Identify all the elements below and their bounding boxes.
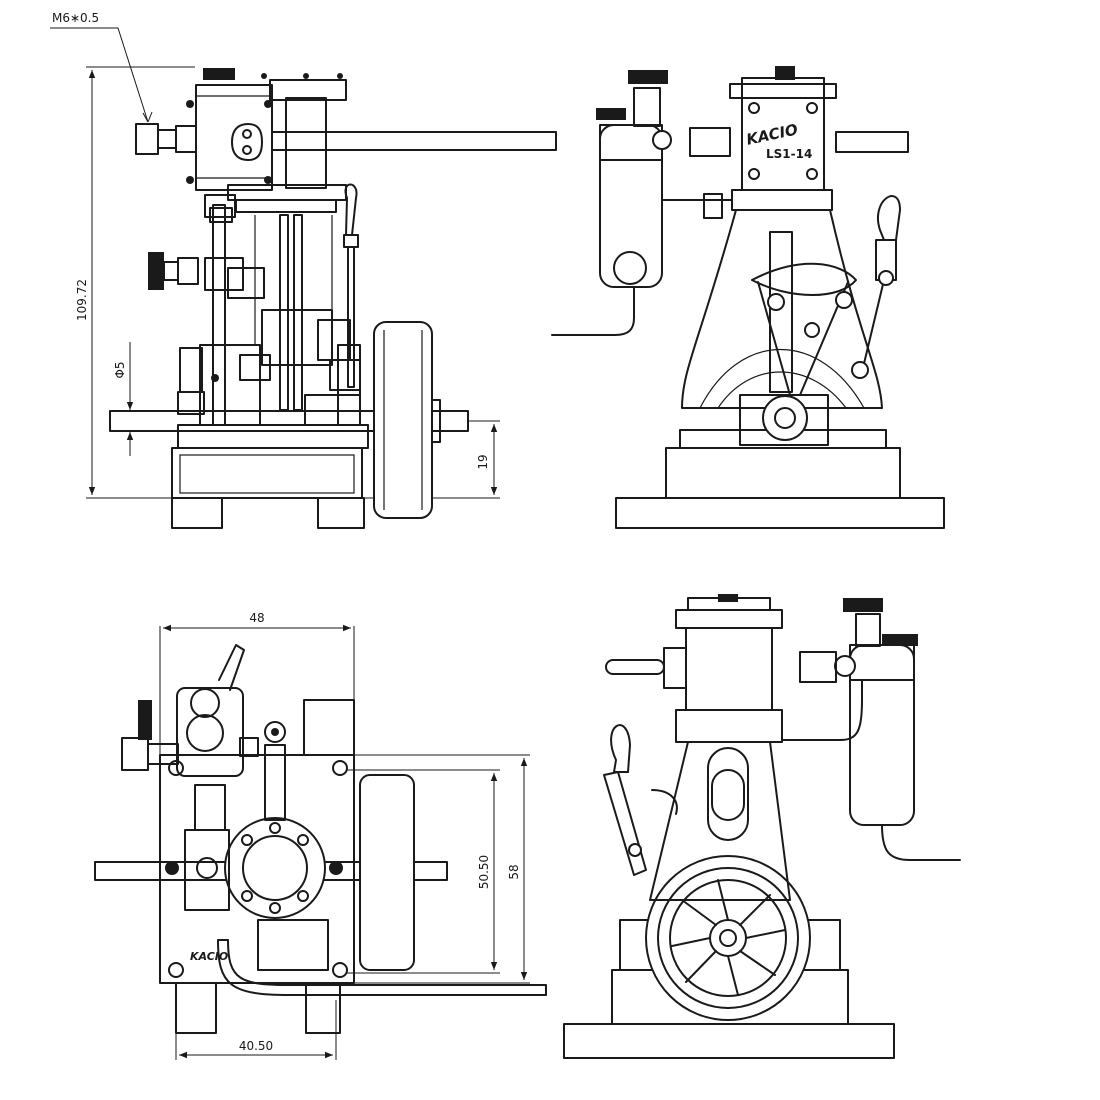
model-label: LS1-14 bbox=[766, 147, 812, 161]
height-dimension: 109.72 bbox=[75, 66, 195, 499]
shaft-diameter-dimension: Φ5 bbox=[113, 342, 134, 456]
top-width-label: 48 bbox=[249, 611, 264, 625]
side-view: M6∗0.5 109.72 Φ5 19 bbox=[50, 11, 557, 529]
mounting-plate bbox=[615, 497, 945, 529]
right-foot bbox=[317, 497, 365, 529]
brand-logo: KACIO bbox=[745, 120, 800, 148]
shaft-height-label: 19 bbox=[476, 454, 490, 469]
thread-callout-label: M6∗0.5 bbox=[52, 11, 99, 25]
rear-view bbox=[563, 594, 961, 1059]
height-dimension-label: 109.72 bbox=[75, 279, 89, 321]
thread-callout: M6∗0.5 bbox=[50, 11, 153, 123]
rear-lubricator bbox=[849, 644, 915, 826]
flywheel bbox=[373, 321, 433, 519]
top-view-logo: KACIO bbox=[190, 950, 228, 963]
bottom-width-label: 40.50 bbox=[239, 1039, 273, 1053]
front-view: KACIO LS1-14 bbox=[551, 66, 945, 529]
left-foot bbox=[171, 497, 223, 529]
outer-height-label: 58 bbox=[507, 864, 521, 879]
top-width-dimension: 48 bbox=[159, 611, 355, 770]
crankshaft bbox=[109, 410, 469, 432]
top-view: 48 40.50 50.50 58 bbox=[94, 611, 547, 1060]
steam-inlet-fitting bbox=[135, 123, 159, 155]
rear-cylinder bbox=[685, 627, 773, 711]
rear-plate bbox=[563, 1023, 895, 1059]
shaft-diameter-label: Φ5 bbox=[113, 361, 127, 378]
exhaust-pipe bbox=[271, 131, 557, 151]
crank-boss bbox=[762, 395, 808, 441]
lubricator bbox=[599, 124, 663, 288]
bottom-width-dimension: 40.50 bbox=[175, 1000, 337, 1060]
depth-dimensions: 50.50 58 bbox=[336, 754, 530, 984]
top-flywheel bbox=[359, 774, 415, 971]
inner-height-label: 50.50 bbox=[477, 855, 491, 889]
top-lubricator bbox=[176, 687, 244, 777]
